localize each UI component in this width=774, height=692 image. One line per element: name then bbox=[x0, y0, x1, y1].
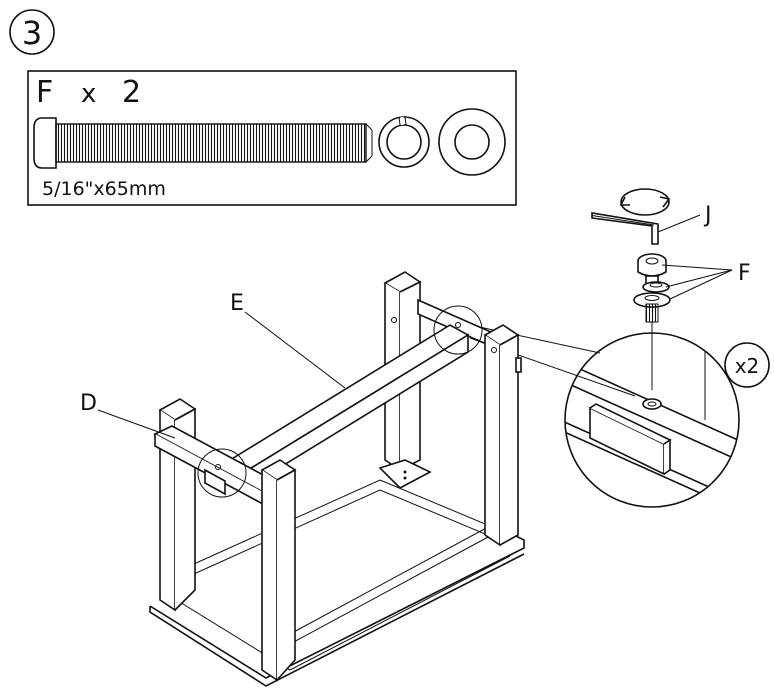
flat-washer-icon bbox=[438, 108, 506, 176]
f-leader-2 bbox=[665, 269, 733, 288]
step-number: 3 bbox=[22, 14, 42, 52]
d-leader bbox=[97, 409, 176, 439]
parts-box: F x 2 5/16"x65mm bbox=[27, 70, 517, 206]
table-assembly bbox=[149, 271, 525, 687]
detail-multiplier: x2 bbox=[735, 354, 760, 378]
label-j: J bbox=[703, 203, 712, 228]
times-symbol: x bbox=[81, 79, 96, 109]
label-d: D bbox=[80, 391, 97, 416]
bolt-size: 5/16"x65mm bbox=[42, 178, 166, 200]
parts-box-frame bbox=[27, 70, 517, 206]
callout-circle-near bbox=[197, 448, 247, 498]
part-quantity: 2 bbox=[122, 75, 141, 110]
label-f: F bbox=[738, 261, 751, 286]
label-e: E bbox=[230, 291, 244, 316]
rail-e bbox=[228, 324, 470, 471]
step-circle bbox=[9, 9, 55, 55]
hex-key-icon bbox=[591, 188, 671, 245]
bolt-stack-icon bbox=[633, 253, 671, 390]
bolt-icon bbox=[33, 117, 373, 169]
e-leader bbox=[244, 311, 346, 389]
f-leader-3 bbox=[669, 269, 733, 300]
callout-circle-far bbox=[433, 305, 483, 355]
j-leader bbox=[657, 214, 701, 233]
part-letter: F bbox=[36, 75, 53, 110]
f-leader-1 bbox=[661, 264, 733, 271]
lock-washer-icon bbox=[378, 116, 430, 168]
step-badge: 3 bbox=[9, 9, 55, 55]
detail-view: x2 bbox=[564, 332, 770, 508]
